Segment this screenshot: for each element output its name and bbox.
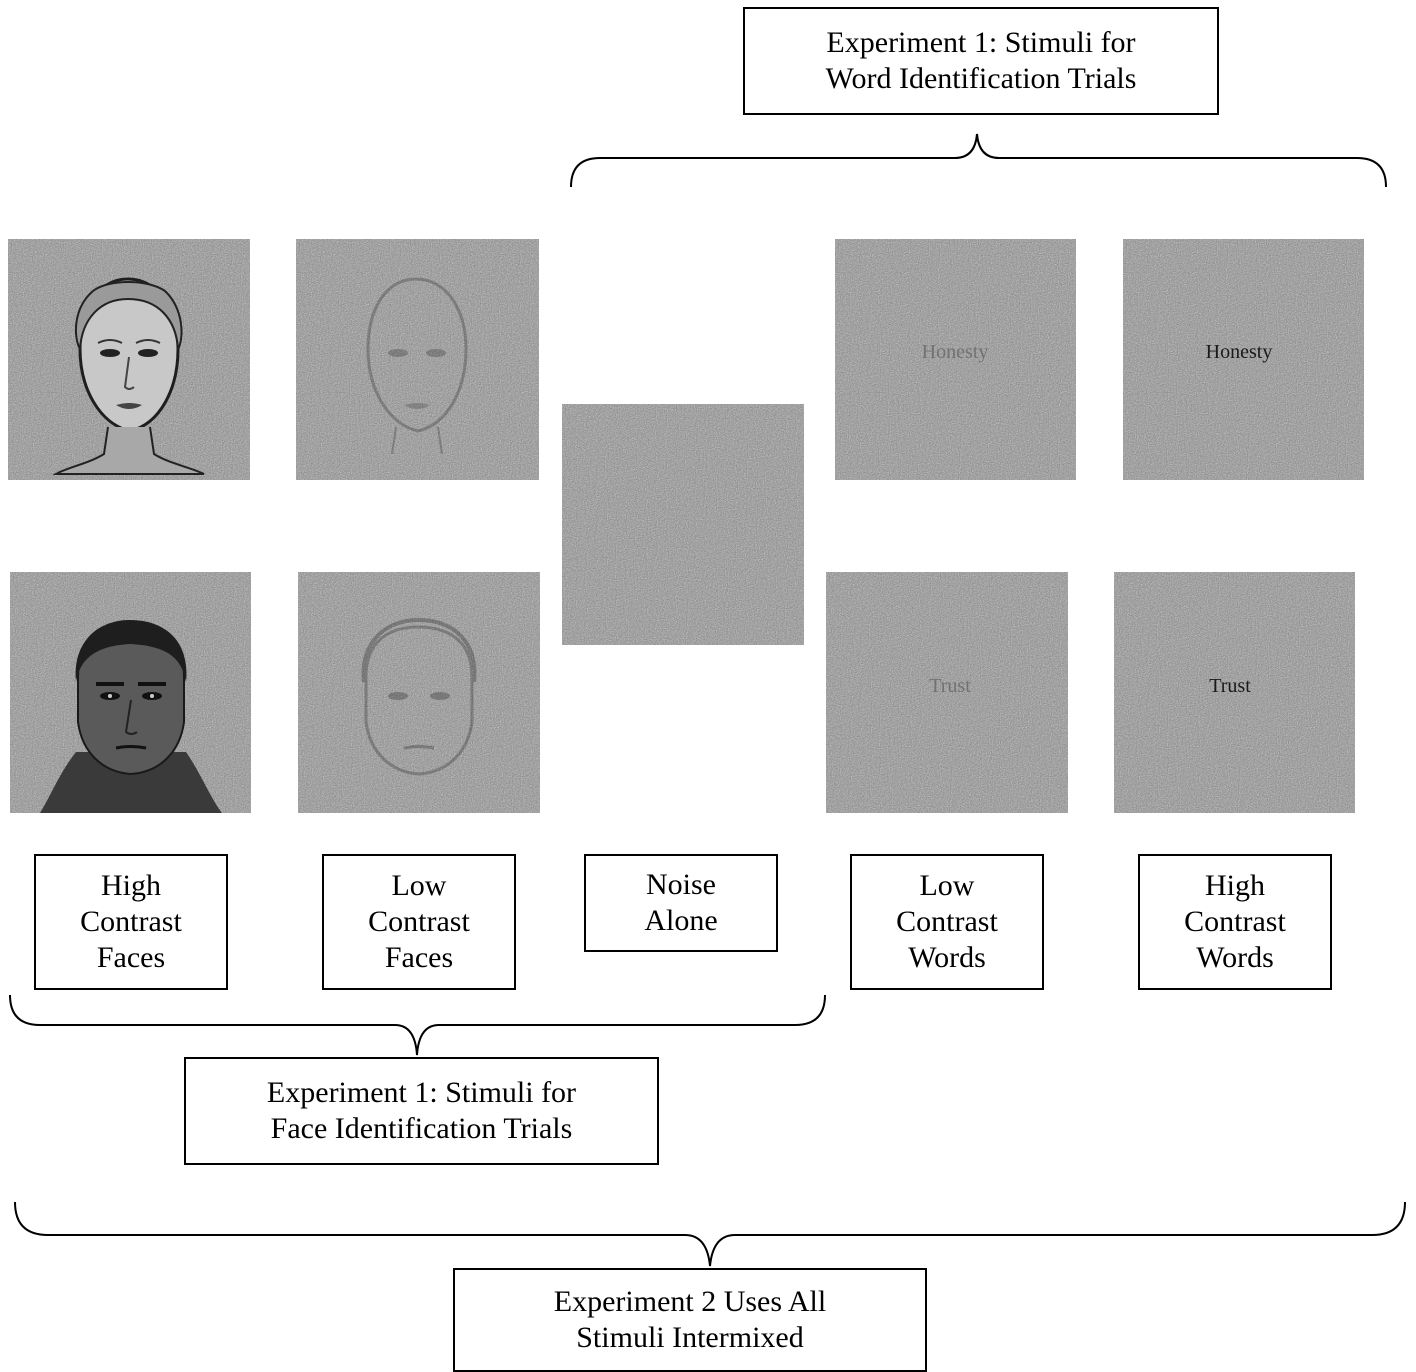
all-stimuli-brace: [14, 1201, 1406, 1267]
low-contrast-faces-box: Low Contrast Faces: [322, 854, 516, 990]
experiment2-label-box: Experiment 2 Uses All Stimuli Intermixed: [453, 1268, 927, 1372]
low-contrast-word-trust: Trust: [826, 572, 1068, 813]
high-word-trust-text: Trust: [1209, 675, 1251, 697]
high-contrast-word-trust: Trust: [1114, 572, 1355, 813]
experiment2-label: Experiment 2 Uses All Stimuli Intermixed: [553, 1285, 827, 1354]
high-contrast-words-label: High Contrast Words: [1184, 869, 1286, 974]
high-contrast-faces-label: High Contrast Faces: [80, 869, 182, 974]
high-contrast-faces-box: High Contrast Faces: [34, 854, 228, 990]
low-word-honesty-text: Honesty: [922, 341, 989, 363]
low-contrast-word-honesty: Honesty: [835, 239, 1076, 480]
high-word-honesty-text: Honesty: [1206, 341, 1273, 363]
face-trials-label-box: Experiment 1: Stimuli for Face Identific…: [184, 1057, 659, 1165]
noise-alone-tile: [562, 404, 804, 645]
low-contrast-faces-label: Low Contrast Faces: [368, 869, 470, 974]
noise-alone-box: Noise Alone: [584, 854, 778, 952]
low-word-trust-text: Trust: [929, 675, 971, 697]
high-contrast-word-honesty: Honesty: [1123, 239, 1364, 480]
face-trials-brace: [9, 994, 826, 1056]
word-trials-label: Experiment 1: Stimuli for Word Identific…: [825, 26, 1137, 95]
low-contrast-words-label: Low Contrast Words: [896, 869, 998, 974]
low-contrast-face-female: [296, 239, 539, 480]
word-trials-label-box: Experiment 1: Stimuli for Word Identific…: [743, 7, 1219, 115]
low-contrast-words-box: Low Contrast Words: [850, 854, 1044, 990]
high-contrast-words-box: High Contrast Words: [1138, 854, 1332, 990]
high-contrast-face-male: [10, 572, 251, 813]
high-contrast-face-female: [8, 239, 250, 480]
noise-alone-label: Noise Alone: [644, 868, 718, 937]
low-contrast-face-male: [298, 572, 540, 813]
face-trials-label: Experiment 1: Stimuli for Face Identific…: [266, 1076, 577, 1145]
word-trials-brace: [570, 133, 1387, 188]
